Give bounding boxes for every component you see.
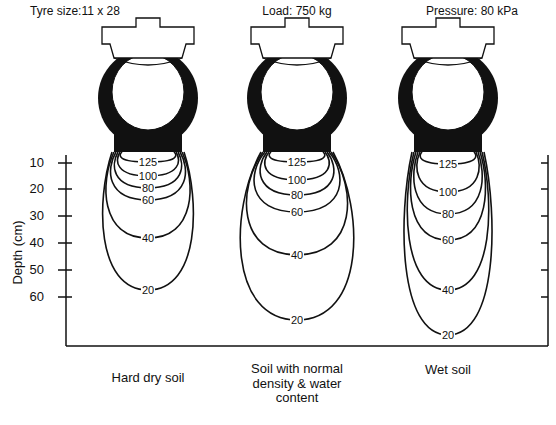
pressure-contours [103, 152, 492, 335]
contour-value: 20 [290, 315, 304, 326]
tyre-tread [114, 134, 182, 152]
tick-mark [58, 269, 72, 271]
soil-caption: Soil with normal density & water content [238, 362, 356, 407]
contour-value: 60 [290, 207, 304, 218]
wheel-rim [251, 18, 343, 58]
tick-mark [541, 188, 548, 190]
tyres [98, 18, 498, 152]
contour-value: 100 [287, 175, 307, 186]
pressure-contour [254, 152, 340, 212]
pressure-contour [404, 152, 492, 335]
contour-value: 80 [141, 183, 155, 194]
tick-mark [541, 162, 548, 164]
contour-value: 100 [438, 187, 458, 198]
tyre-body [398, 48, 498, 148]
contour-value: 60 [441, 235, 455, 246]
tick-mark [58, 162, 72, 164]
tick-mark [541, 242, 548, 244]
contour-value: 125 [287, 157, 307, 168]
tyre-body [98, 48, 198, 148]
tick-label: 40 [30, 236, 44, 251]
contour-value: 80 [441, 209, 455, 220]
contour-value: 125 [438, 159, 458, 170]
pressure-contour [246, 152, 347, 255]
tick-mark [541, 296, 548, 298]
tyre-size-note: Tyre size:11 x 28 [30, 5, 120, 19]
pressure-contour [106, 152, 190, 238]
wheel-rim [102, 18, 194, 58]
pressure-contour [240, 152, 353, 320]
wheel-rim [402, 18, 494, 58]
tick-mark [58, 188, 72, 190]
pressure-contour [103, 152, 194, 290]
pressure-note: Pressure: 80 kPa [426, 5, 518, 19]
pressure-contour [414, 152, 482, 214]
contour-value: 20 [141, 285, 155, 296]
rim-edge [263, 58, 331, 65]
pressure-contour [411, 152, 486, 240]
tyre-inside [112, 54, 184, 130]
contour-value: 60 [141, 195, 155, 206]
soil-caption: Hard dry soil [108, 371, 188, 386]
contour-value: 125 [138, 157, 158, 168]
tyre-tread [414, 134, 482, 152]
tick-mark [58, 296, 72, 298]
tick-label: 60 [30, 290, 44, 305]
pressure-contour [111, 152, 186, 200]
rim-edge [414, 58, 482, 65]
tyre [398, 18, 498, 152]
tyre-tread [263, 134, 331, 152]
axis-title: Depth (cm) [11, 220, 26, 284]
load-note: Load: 750 kg [262, 5, 331, 19]
contour-value: 40 [290, 250, 304, 261]
tyre-body [247, 48, 347, 148]
tick-mark [58, 242, 72, 244]
rim-edge [114, 58, 182, 65]
tick-label: 30 [30, 209, 44, 224]
tyre-inside [412, 54, 484, 130]
contour-value: 20 [441, 330, 455, 341]
contour-value: 40 [141, 233, 155, 244]
contour-value: 80 [290, 190, 304, 201]
tick-label: 20 [30, 182, 44, 197]
contour-value: 100 [138, 171, 158, 182]
pressure-contour [407, 152, 488, 290]
axis-ticks [58, 163, 548, 297]
tyre [247, 18, 347, 152]
tick-label: 50 [30, 263, 44, 278]
tick-label: 10 [30, 156, 44, 171]
soil-caption: Wet soil [403, 363, 493, 378]
tick-mark [541, 269, 548, 271]
contour-value: 40 [441, 285, 455, 296]
tyre-inside [261, 54, 333, 130]
tick-mark [58, 215, 72, 217]
tyre [98, 18, 198, 152]
tick-mark [541, 215, 548, 217]
